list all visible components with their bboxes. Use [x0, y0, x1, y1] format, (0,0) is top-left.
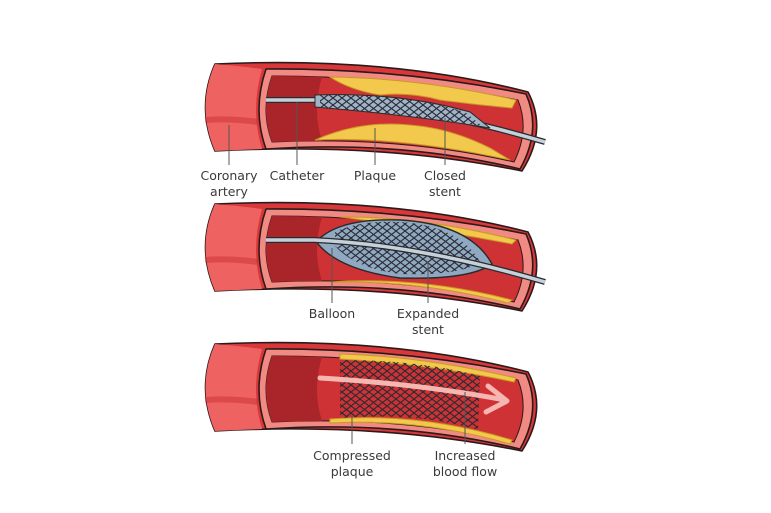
leader-lines	[228, 102, 466, 444]
panel-deployed-stent	[205, 343, 537, 451]
label-plaque: Plaque	[354, 168, 397, 183]
label-catheter: Catheter	[270, 168, 325, 183]
plaque-bottom	[314, 123, 511, 161]
panel-expanded-stent	[205, 203, 546, 311]
plaque-top	[328, 76, 517, 109]
panel-closed-stent	[205, 63, 546, 171]
deployed-stent	[340, 360, 480, 430]
label-balloon: Balloon	[309, 306, 355, 321]
blood-flow-arrow	[317, 375, 510, 415]
